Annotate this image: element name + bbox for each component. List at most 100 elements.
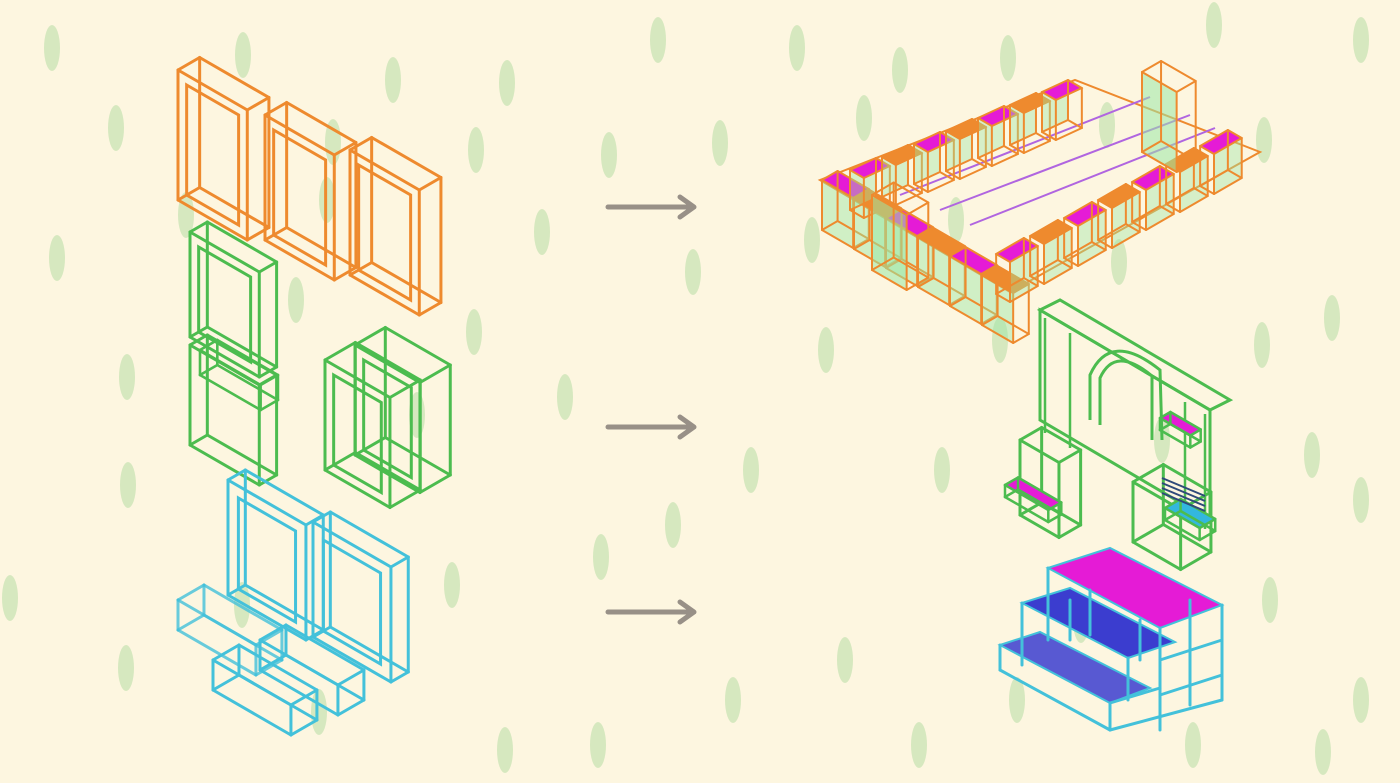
frame-edge bbox=[1020, 440, 1059, 463]
frame-edge bbox=[391, 672, 408, 682]
bg-dash bbox=[1315, 729, 1331, 775]
frame-edge bbox=[325, 343, 355, 361]
frame-edge bbox=[247, 98, 269, 111]
frame-edge bbox=[1133, 465, 1163, 483]
frame-edge bbox=[992, 154, 1018, 166]
frame-edge bbox=[1005, 490, 1018, 498]
bg-dash bbox=[2, 575, 18, 621]
frame-edge bbox=[178, 585, 204, 600]
frame-edge bbox=[907, 203, 929, 216]
inner-frame bbox=[323, 540, 380, 664]
frame-edge bbox=[260, 655, 286, 670]
frame-edge bbox=[1161, 61, 1196, 81]
frame-edge bbox=[190, 445, 259, 485]
frame-edge bbox=[420, 365, 450, 383]
panel-face bbox=[1142, 72, 1177, 172]
frame-edge bbox=[1020, 428, 1042, 441]
bg-dash bbox=[1256, 117, 1272, 163]
frame-edge bbox=[265, 115, 334, 155]
bg-dash bbox=[468, 127, 484, 173]
arrow bbox=[608, 602, 694, 622]
bg-dash bbox=[804, 217, 820, 263]
frame-edge bbox=[338, 700, 364, 715]
bg-dash bbox=[818, 327, 834, 373]
frame-edge bbox=[372, 138, 441, 178]
bg-dash bbox=[593, 534, 609, 580]
frame-edge bbox=[1024, 141, 1050, 153]
bg-dash bbox=[1324, 295, 1340, 341]
bg-dash bbox=[235, 32, 251, 78]
bg-dash bbox=[1353, 677, 1369, 723]
bg-dash bbox=[1353, 17, 1369, 63]
bg-dash bbox=[712, 120, 728, 166]
bg-dash bbox=[1304, 432, 1320, 478]
frame-edge bbox=[960, 167, 986, 179]
frame-edge bbox=[1200, 531, 1216, 540]
frame-edge bbox=[178, 70, 247, 110]
frame-edge bbox=[355, 328, 385, 346]
bg-dash bbox=[892, 47, 908, 93]
frame-edge bbox=[1059, 525, 1081, 538]
bg-dash bbox=[288, 277, 304, 323]
frame-edge bbox=[1142, 61, 1161, 72]
bg-dash bbox=[1206, 2, 1222, 48]
frame-edge bbox=[330, 627, 408, 672]
frame-edge bbox=[178, 615, 204, 630]
arch-gateway-structure bbox=[1005, 300, 1230, 570]
bg-dash bbox=[466, 309, 482, 355]
arrow bbox=[608, 197, 694, 217]
frame-edge bbox=[896, 193, 922, 205]
bg-dash bbox=[590, 722, 606, 768]
bg-dash bbox=[385, 57, 401, 103]
bg-dash bbox=[119, 354, 135, 400]
bg-dash bbox=[856, 95, 872, 141]
slat bbox=[1162, 478, 1205, 496]
frame-edge bbox=[1181, 552, 1211, 570]
frame-edge bbox=[420, 475, 450, 493]
bg-dash bbox=[789, 25, 805, 71]
courtyard-pavilion-structure bbox=[820, 61, 1260, 343]
transformation-arrows bbox=[608, 197, 694, 622]
inner-frame bbox=[334, 375, 382, 493]
bg-dash bbox=[685, 249, 701, 295]
bg-dash bbox=[444, 562, 460, 608]
bg-dash bbox=[118, 645, 134, 691]
top-panel bbox=[1005, 478, 1061, 511]
bg-dash bbox=[534, 209, 550, 255]
bleacher-frame bbox=[1110, 700, 1222, 730]
bg-dash bbox=[1099, 102, 1115, 148]
cyan-frame-modules bbox=[178, 470, 408, 735]
frame-edge bbox=[1190, 442, 1200, 448]
bg-dash bbox=[1000, 35, 1016, 81]
bg-dash bbox=[44, 25, 60, 71]
frame-edge bbox=[178, 58, 200, 71]
frame-edge bbox=[1133, 525, 1163, 543]
bg-dash bbox=[497, 727, 513, 773]
bg-dash bbox=[743, 447, 759, 493]
bg-dash bbox=[911, 722, 927, 768]
bg-dash bbox=[665, 502, 681, 548]
bg-dash bbox=[311, 689, 327, 735]
frame-edge bbox=[350, 275, 419, 315]
arrow bbox=[608, 417, 694, 437]
orange-frame-modules bbox=[178, 58, 441, 316]
frame-edge bbox=[385, 328, 450, 366]
frame-edge bbox=[1013, 334, 1029, 343]
frame-edge bbox=[259, 262, 276, 272]
bg-dash bbox=[837, 637, 853, 683]
bg-dash bbox=[1262, 577, 1278, 623]
frame-edge bbox=[291, 720, 317, 735]
frame-edge bbox=[350, 150, 419, 190]
bg-dash bbox=[1254, 322, 1270, 368]
bg-dash bbox=[108, 105, 124, 151]
bg-dash bbox=[49, 235, 65, 281]
frame-edge bbox=[338, 670, 364, 685]
frame-edge bbox=[1177, 81, 1196, 92]
bg-dash bbox=[725, 677, 741, 723]
frame-edge bbox=[1059, 450, 1081, 463]
bg-dash bbox=[1185, 722, 1201, 768]
frame-edge bbox=[390, 490, 420, 508]
frame-edge bbox=[287, 103, 356, 143]
frame-edge bbox=[207, 435, 276, 475]
